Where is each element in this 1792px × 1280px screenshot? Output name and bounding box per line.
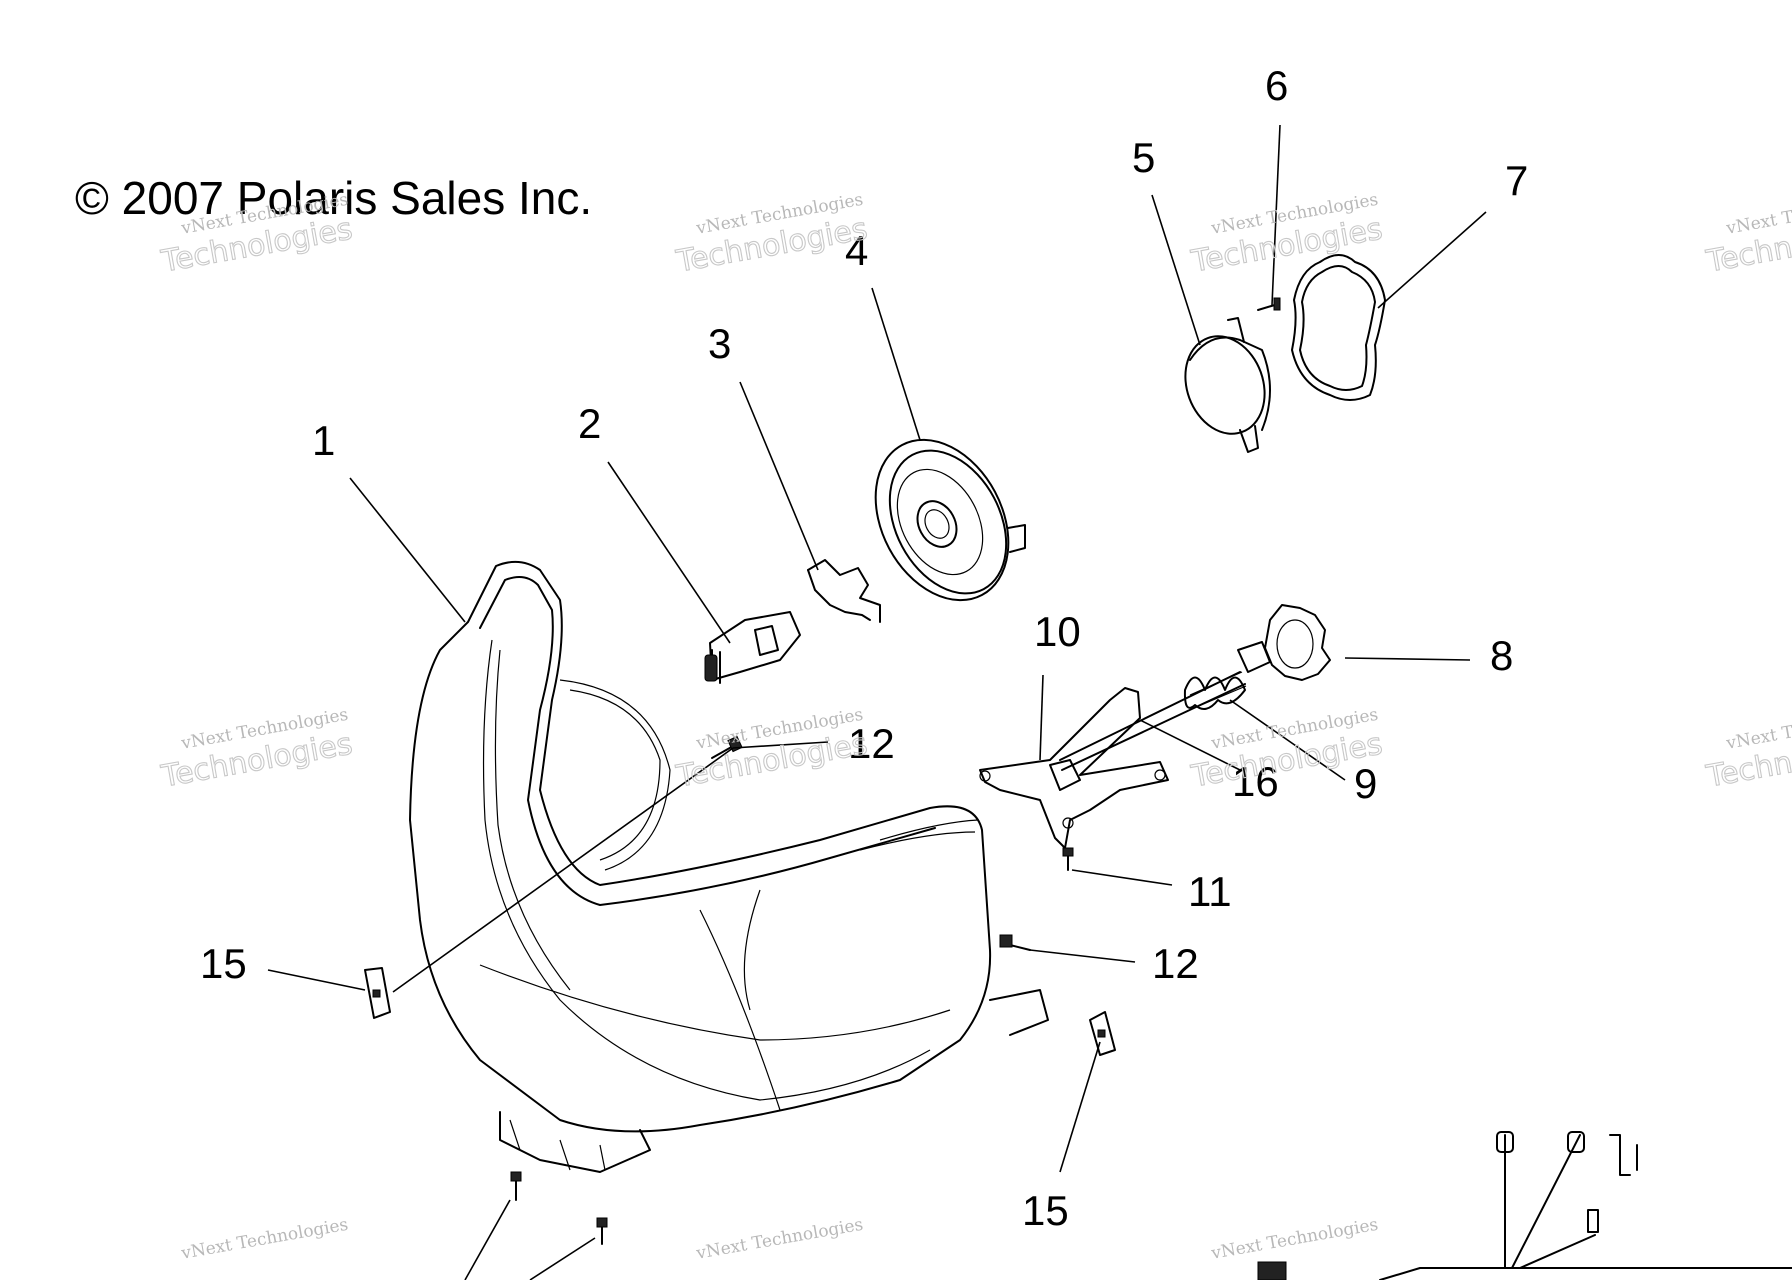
- part-12-screw-lower: [999, 934, 1031, 951]
- part-2-bulb: [704, 611, 801, 684]
- watermarks: vNext Technologies Technologies vNext Te…: [158, 190, 1792, 1264]
- callout-3: 3: [708, 320, 731, 367]
- part-11-screw: [1062, 847, 1074, 871]
- watermark: vNext Technologies: [1209, 1215, 1380, 1264]
- callout-11: 11: [1188, 868, 1232, 915]
- part-1-headlight-housing: [409, 560, 1049, 1173]
- part-5-park-lamp: [1184, 317, 1271, 453]
- callout-numbers: 1 2 3 4 5 6 7 8 9 10 11 12 12 15 15 16: [200, 62, 1528, 1234]
- callout-8: 8: [1490, 632, 1513, 679]
- callout-7: 7: [1505, 157, 1528, 204]
- part-7-gasket: [1291, 254, 1386, 401]
- watermark: vNext Technologies Technologies: [1703, 705, 1792, 796]
- watermark: vNext Technologies Technologies: [1188, 190, 1386, 281]
- part-6-screw: [1257, 297, 1281, 311]
- part-8-adjuster-knob: [1237, 604, 1331, 681]
- part-15-speed-nut-left: [364, 967, 391, 1019]
- callout-2: 2: [578, 400, 601, 447]
- callout-1: 1: [312, 417, 335, 464]
- watermark: vNext Technologies Technologies: [673, 190, 871, 281]
- copyright-text: © 2007 Polaris Sales Inc.: [75, 172, 592, 224]
- callout-10: 10: [1034, 608, 1081, 655]
- callout-15-left: 15: [200, 940, 247, 987]
- callout-12-lower: 12: [1152, 940, 1199, 987]
- watermark: vNext Technologies Technologies: [673, 705, 871, 796]
- callout-9: 9: [1354, 760, 1377, 807]
- svg-text:vNext Technologies: vNext Technologies: [694, 1215, 865, 1264]
- callout-15-right: 15: [1022, 1187, 1069, 1234]
- watermark: vNext Technologies Technologies: [1703, 190, 1792, 281]
- part-15-speed-nut-right: [1089, 1011, 1116, 1056]
- leader-lines: [267, 124, 1487, 1280]
- callout-12-upper: 12: [848, 720, 895, 767]
- watermark: vNext Technologies Technologies: [158, 705, 356, 796]
- callout-5: 5: [1132, 134, 1155, 181]
- callout-6: 6: [1265, 62, 1288, 109]
- part-10-bracket: [979, 687, 1169, 849]
- bottom-screws: [510, 1171, 608, 1245]
- part-3-spring-clip: [807, 559, 881, 623]
- callout-16: 16: [1232, 758, 1279, 805]
- wiring-harness: [1257, 1131, 1792, 1280]
- watermark: vNext Technologies: [694, 1215, 865, 1264]
- part-4-reflector: [874, 438, 1026, 602]
- callout-4: 4: [845, 227, 868, 274]
- part-9-spring: [1183, 671, 1247, 710]
- svg-text:vNext Technologies: vNext Technologies: [179, 1215, 350, 1264]
- svg-text:vNext Technologies: vNext Technologies: [1209, 1215, 1380, 1264]
- watermark: vNext Technologies: [179, 1215, 350, 1264]
